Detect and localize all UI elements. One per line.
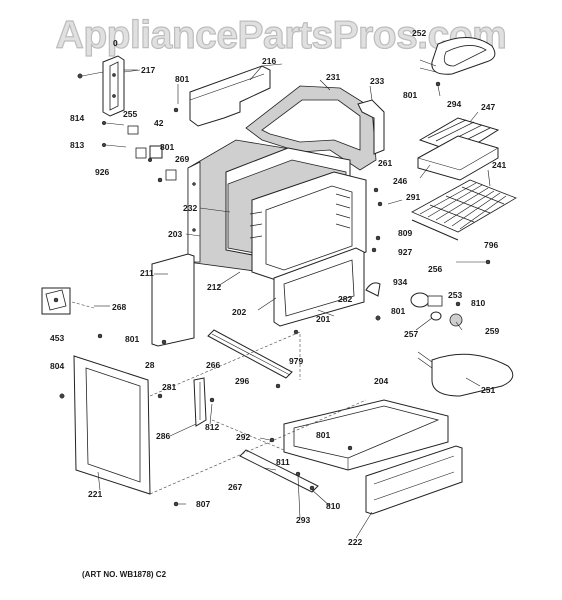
- part-246-broiler-pan: [417, 135, 499, 181]
- label-247: 247: [481, 102, 495, 112]
- part-281-door-hinge: [193, 377, 215, 427]
- label-261: 261: [378, 158, 392, 168]
- label-801-a: 801: [175, 74, 189, 84]
- label-804: 804: [50, 361, 64, 371]
- label-217: 217: [141, 65, 155, 75]
- part-266-support-rail: [207, 329, 293, 379]
- art-number: (ART NO. WB1878) C2: [82, 570, 167, 579]
- label-453: 453: [50, 333, 64, 343]
- label-813: 813: [70, 140, 84, 150]
- assembly-dashed-lines: [149, 331, 367, 495]
- label-282: 282: [338, 294, 352, 304]
- label-812: 812: [205, 422, 219, 432]
- label-796: 796: [484, 240, 498, 250]
- label-811: 811: [276, 457, 290, 467]
- part-221-oven-door: [59, 355, 163, 495]
- label-801-e: 801: [125, 334, 139, 344]
- label-810-a: 810: [471, 298, 485, 308]
- part-268-bracket: [41, 287, 95, 315]
- label-293: 293: [296, 515, 310, 525]
- part-233-rear-bracket: [357, 85, 385, 155]
- part-217-side-bracket: [77, 55, 138, 117]
- part-231-cabinet-top: [245, 79, 377, 171]
- label-296: 296: [235, 376, 249, 386]
- label-252: 252: [412, 28, 426, 38]
- label-256: 256: [428, 264, 442, 274]
- watermark: AppliancePartsPros.com: [55, 13, 507, 57]
- part-labels: 217 0 216 801 231 233 252 801 294 247 81…: [50, 28, 506, 547]
- label-232: 232: [183, 203, 197, 213]
- label-934: 934: [393, 277, 407, 287]
- label-221: 221: [88, 489, 102, 499]
- label-246: 246: [393, 176, 407, 186]
- label-814: 814: [70, 113, 84, 123]
- part-204-storage-drawer: [283, 399, 449, 471]
- label-255: 255: [123, 109, 137, 119]
- label-281: 281: [162, 382, 176, 392]
- label-231: 231: [326, 72, 340, 82]
- label-216: 216: [262, 56, 276, 66]
- label-294: 294: [447, 99, 461, 109]
- label-807: 807: [196, 499, 210, 509]
- part-201-front-frame: [273, 247, 365, 327]
- label-212: 212: [207, 282, 221, 292]
- label-259: 259: [485, 326, 499, 336]
- fasteners: [97, 120, 491, 507]
- label-292: 292: [236, 432, 250, 442]
- label-801-b: 801: [403, 90, 417, 100]
- watermark-text: AppliancePartsPros.com: [56, 14, 507, 57]
- label-268: 268: [112, 302, 126, 312]
- part-222-drawer-front: [365, 445, 463, 515]
- label-241: 241: [492, 160, 506, 170]
- label-809: 809: [398, 228, 412, 238]
- label-204: 204: [374, 376, 388, 386]
- part-282-clip: [365, 282, 381, 321]
- label-201: 201: [316, 314, 330, 324]
- label-257: 257: [404, 329, 418, 339]
- label-801-c: 801: [160, 142, 174, 152]
- label-251: 251: [481, 385, 495, 395]
- label-801-f: 801: [316, 430, 330, 440]
- label-266: 266: [206, 360, 220, 370]
- part-211-side-panel: [151, 253, 195, 347]
- label-801-d: 801: [391, 306, 405, 316]
- label-926: 926: [95, 167, 109, 177]
- part-241-oven-rack: [411, 179, 517, 241]
- label-269: 269: [175, 154, 189, 164]
- label-42: 42: [154, 118, 164, 128]
- label-979: 979: [289, 356, 303, 366]
- label-927: 927: [398, 247, 412, 257]
- label-222: 222: [348, 537, 362, 547]
- leader-lines: [94, 65, 491, 539]
- label-203: 203: [168, 229, 182, 239]
- label-267: 267: [228, 482, 242, 492]
- label-253: 253: [448, 290, 462, 300]
- part-252-broil-element: [419, 37, 496, 87]
- part-251-bake-element: [417, 351, 514, 397]
- part-256-switch-assembly: [410, 292, 463, 327]
- label-291: 291: [406, 192, 420, 202]
- label-0: 0: [113, 38, 118, 48]
- label-810-b: 810: [326, 501, 340, 511]
- label-286: 286: [156, 431, 170, 441]
- label-233: 233: [370, 76, 384, 86]
- label-28: 28: [145, 360, 155, 370]
- label-202: 202: [232, 307, 246, 317]
- label-211: 211: [140, 268, 154, 278]
